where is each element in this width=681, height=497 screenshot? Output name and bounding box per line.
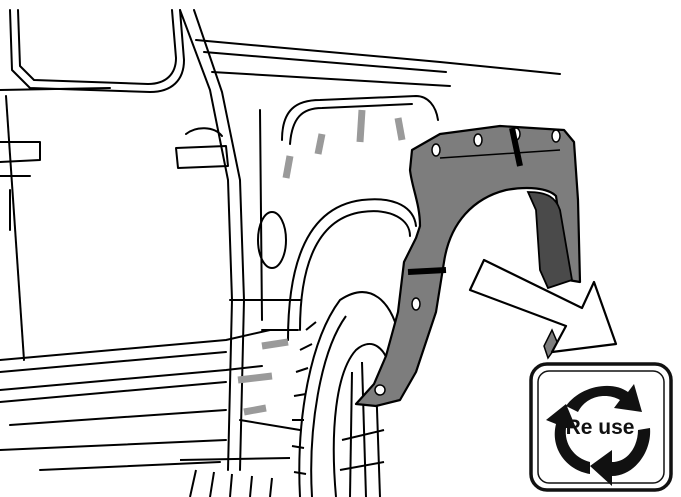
reuse-label: Re use xyxy=(566,416,635,439)
door-rear-edge xyxy=(180,10,232,470)
tape-mark-side xyxy=(408,270,446,272)
quarter-panel-top xyxy=(196,40,560,74)
vehicle-body xyxy=(0,10,560,470)
reuse-badge: Re use xyxy=(531,364,671,490)
rocker-moulding xyxy=(0,330,270,360)
body-wheel-arch xyxy=(300,211,410,330)
door-handle xyxy=(176,146,228,168)
